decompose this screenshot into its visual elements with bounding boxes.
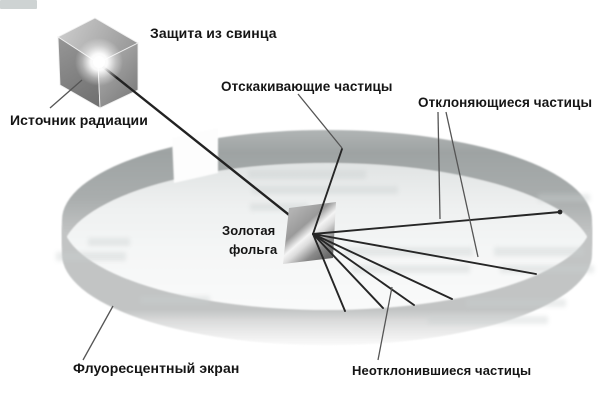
label-undeflected-particles: Неотклонившиеся частицы [352,363,532,378]
label-rebounding-particles: Отскакивающие частицы [221,79,393,94]
label-lead-shield: Защита из свинца [150,25,277,41]
scattered-rays [312,148,561,312]
alpha-beam [101,65,304,227]
label-gold-foil-line2: фольга [229,242,278,257]
ray-impact-dot [557,209,563,215]
page-corner-artifact [0,0,37,9]
leader-fluorescent-screen [82,305,114,361]
deflected-ray-2 [312,233,537,275]
label-radiation-source: Источник радиации [10,112,148,128]
leader-deflecting-1 [437,111,441,220]
label-fluorescent-screen: Флуоресцентный экран [73,360,240,376]
label-gold-foil-line1: Золотая [222,223,276,238]
undeflected-ray-3 [312,233,384,309]
deflected-ray-1 [312,211,561,235]
label-deflecting-particles: Отклоняющиеся частицы [418,95,593,110]
gold-foil [283,202,336,264]
screen-gap [172,128,218,183]
leader-rebounding [297,93,343,149]
undeflected-ray-2 [312,233,415,306]
leader-radiation-source [49,79,83,109]
undeflected-ray-4 [312,233,346,312]
rebound-ray [312,148,343,235]
undeflected-ray-1 [312,233,453,300]
leader-deflecting-2 [445,111,479,258]
leader-lines [49,79,479,361]
leader-undeflected [377,286,393,361]
screen-front-wall [62,220,592,345]
radiation-source-core [93,56,105,68]
